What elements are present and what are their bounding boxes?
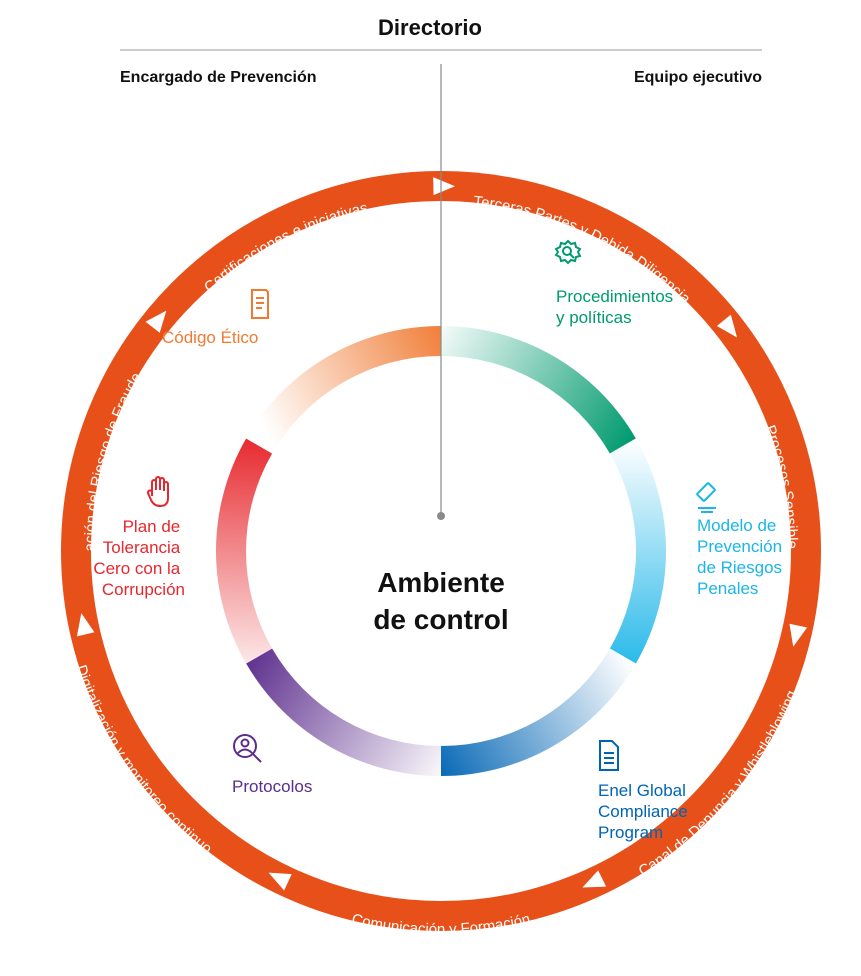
ring-arrow-icon-0 <box>433 177 456 196</box>
inner-segment-tolerancia <box>216 438 273 664</box>
outer-ring-arrows <box>76 177 808 891</box>
header-title: Directorio <box>378 15 482 40</box>
inner-segment-codigo <box>246 326 441 454</box>
right-role-label: Equipo ejecutivo <box>634 69 762 86</box>
ring-arrow-icon-5 <box>76 613 95 637</box>
ring-arrow-icon-2 <box>789 623 808 647</box>
gear-search-icon <box>554 239 582 265</box>
ring-arrow-icon-3 <box>582 870 607 888</box>
inner-segment-modelo <box>609 438 666 664</box>
ring-arrow-icon-4 <box>268 872 292 891</box>
label-enel: Enel Global Compliance Program <box>598 781 693 842</box>
ring-arrow-icon-1 <box>716 314 738 338</box>
document-icon <box>599 740 619 771</box>
magnifier-user-icon <box>233 734 262 763</box>
label-codigo: Código Ético <box>162 328 258 347</box>
inner-segment-protocolos <box>246 648 441 776</box>
ring-arrow-icon-6 <box>145 310 167 333</box>
center-title-line2: de control <box>373 604 508 635</box>
label-protocolos: Protocolos <box>232 777 312 796</box>
gavel-icon <box>696 482 716 513</box>
hand-icon <box>146 476 169 508</box>
book-icon <box>251 289 269 319</box>
connector-dot <box>437 512 445 520</box>
inner-segment-procedimientos <box>441 326 636 454</box>
label-procedimientos: Procedimientos y políticas <box>556 287 678 327</box>
left-role-label: Encargado de Prevención <box>120 69 317 86</box>
inner-segment-enel <box>441 648 636 776</box>
label-modelo: Modelo de Prevención de Riesgos Penales <box>697 516 787 598</box>
label-tolerancia: Plan de Tolerancia Cero con la Corrupció… <box>93 517 185 599</box>
center-title-line1: Ambiente <box>377 567 505 598</box>
inner-ring <box>216 326 666 776</box>
